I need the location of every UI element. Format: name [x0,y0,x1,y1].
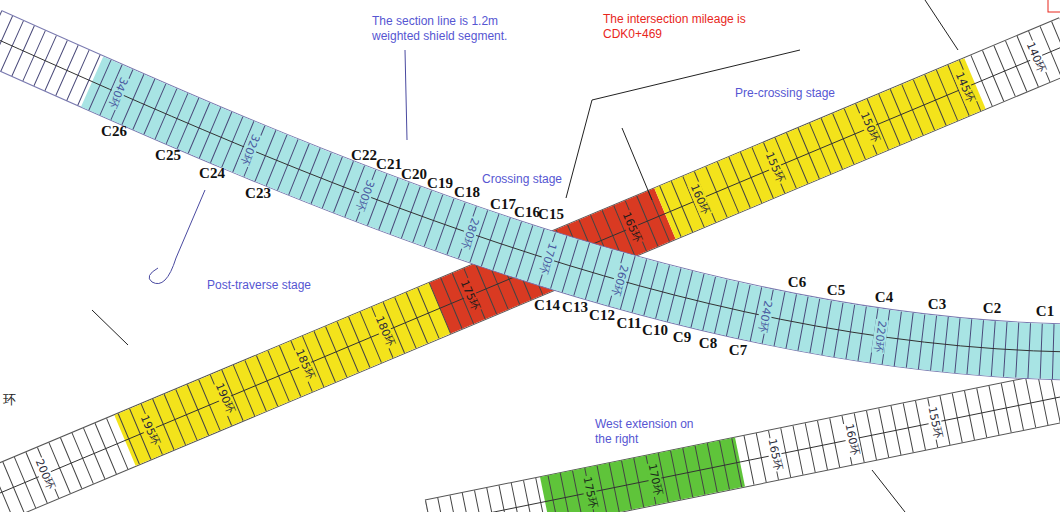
section-number: C23 [245,185,271,201]
tunnel-band [430,395,1060,512]
ring-lines [430,395,1060,512]
note-text: The intersection mileage is CDK0+469 [603,12,763,42]
tunnel-outline [0,36,1060,352]
ring-number: 160环 [687,181,712,217]
tunnel-band [0,36,1060,352]
ring-number: 环 [3,392,16,407]
section-number: C2 [983,300,1001,316]
ring-number: 155环 [762,149,787,185]
section-number: C9 [673,329,691,345]
ring-number: 175环 [457,277,482,313]
stage-label: Crossing stage [482,172,562,187]
ring-number: 185环 [292,347,317,383]
section-number: C10 [642,322,668,338]
ring-number: 170环 [537,241,560,277]
section-number: C6 [788,274,806,290]
tunnel-outline [430,395,1060,512]
stage-label: Pre-crossing stage [735,86,835,101]
ring-number: 180环 [372,313,397,349]
grid-line [92,310,128,345]
section-number: C17 [490,196,516,212]
ring-number: 280环 [458,215,481,251]
ring-number: 175环 [580,475,600,511]
ring-number: 160环 [842,421,862,457]
grid-line [925,0,958,50]
center-line [0,36,1060,352]
section-number: C21 [376,156,402,172]
ring-number: 220环 [871,319,889,354]
ring-number: 165环 [765,437,785,473]
section-number: C1 [1036,303,1054,319]
ring-number: 145环 [952,69,977,105]
section-number: C26 [101,123,127,139]
section-number: C22 [351,147,377,163]
section-number: C7 [729,342,747,358]
frame-mark [1048,0,1060,12]
ring-number: 170环 [645,461,665,497]
sketch-mark [149,190,205,284]
section-number: C13 [562,299,588,315]
ring-number: 150环 [857,109,882,145]
section-number: C3 [928,296,946,312]
ring-number: 200环 [32,456,57,492]
leader-line [405,50,407,140]
section-number: C16 [514,204,540,220]
ring-number: 320环 [237,131,262,167]
note-text: West extension on the right [595,417,695,447]
ring-number: 240环 [755,298,775,334]
center-line [430,395,1060,512]
ring-number: 190环 [212,380,237,416]
ring-number: 340环 [105,75,131,111]
ring-number: 300环 [353,177,377,213]
grid-line [872,470,905,512]
ring-number: 155环 [925,404,945,440]
section-number: C11 [616,315,641,331]
section-number: C8 [699,335,717,351]
leader-line [566,50,800,198]
leader-line [622,128,652,200]
ring-number: 260环 [609,262,631,298]
section-number: C20 [401,166,427,182]
section-number: C18 [454,184,480,200]
section-number: C24 [199,165,225,181]
section-number: C15 [538,206,564,222]
stage-label: Post-traverse stage [207,278,311,293]
section-number: C14 [534,297,560,313]
section-number: C25 [155,147,181,163]
section-number: C4 [875,289,893,305]
ring-number: 140环 [1023,40,1048,76]
ring-number: 195环 [137,412,162,448]
ring-lines [0,36,1060,352]
weighted-segment-band [0,36,1060,352]
section-number: C5 [827,282,845,298]
note-text: The section line is 1.2m weighted shield… [372,14,532,44]
ring-number: 165环 [619,209,644,245]
section-number: C19 [427,175,453,191]
section-number: C12 [589,307,615,323]
